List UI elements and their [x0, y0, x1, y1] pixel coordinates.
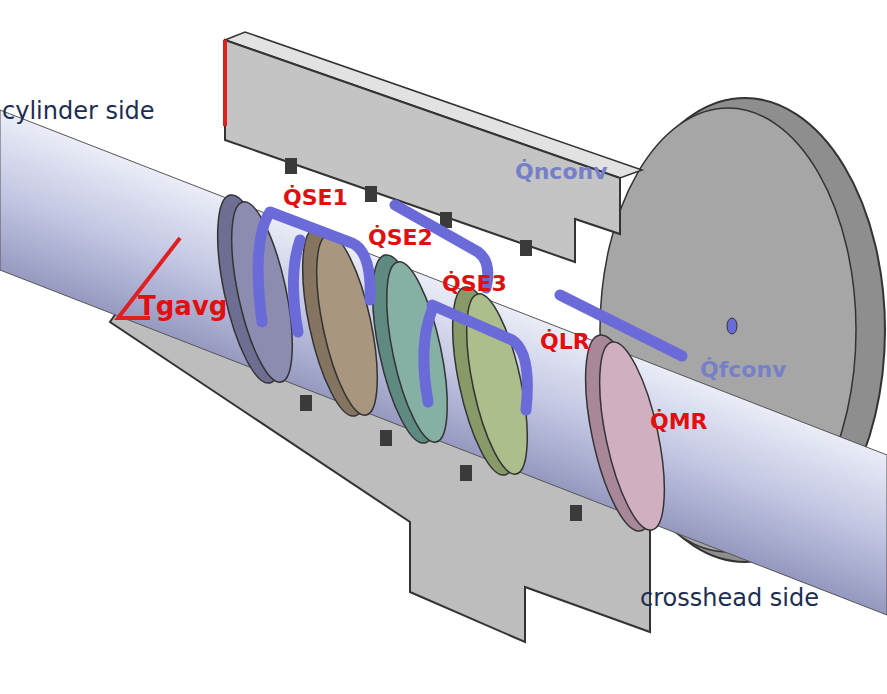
heat-flow-label: Q̇SE2 — [368, 226, 433, 250]
groove — [520, 240, 532, 256]
groove — [300, 395, 312, 411]
side-label: cylinder side — [2, 98, 155, 124]
ring-grooves — [285, 158, 582, 521]
packing-rings — [205, 190, 678, 537]
pipe — [424, 310, 432, 402]
side-label: crosshead side — [640, 585, 819, 611]
heat-flow-label: Q̇MR — [650, 410, 708, 434]
heat-flow-label: Q̇LR — [540, 330, 590, 354]
heat-flow-label: Q̇nconv — [515, 160, 608, 184]
groove — [365, 186, 377, 202]
temperature-label: Tgavg — [138, 292, 227, 321]
pipe — [432, 305, 527, 410]
groove — [285, 158, 297, 174]
groove — [380, 430, 392, 446]
main-ring — [587, 337, 678, 536]
housing-upper-section — [225, 40, 620, 262]
cylinder-side-marker — [223, 40, 227, 126]
coolant-port — [727, 318, 737, 334]
groove — [570, 505, 582, 521]
heat-flow-label: Q̇SE1 — [283, 186, 348, 210]
pipe — [293, 240, 300, 332]
heat-flow-label: Q̇SE3 — [442, 272, 507, 296]
cooling-pipes — [258, 205, 682, 410]
groove — [460, 465, 472, 481]
heat-flow-label: Q̇fconv — [700, 358, 786, 382]
pipe — [258, 215, 268, 322]
pipe — [270, 212, 370, 300]
